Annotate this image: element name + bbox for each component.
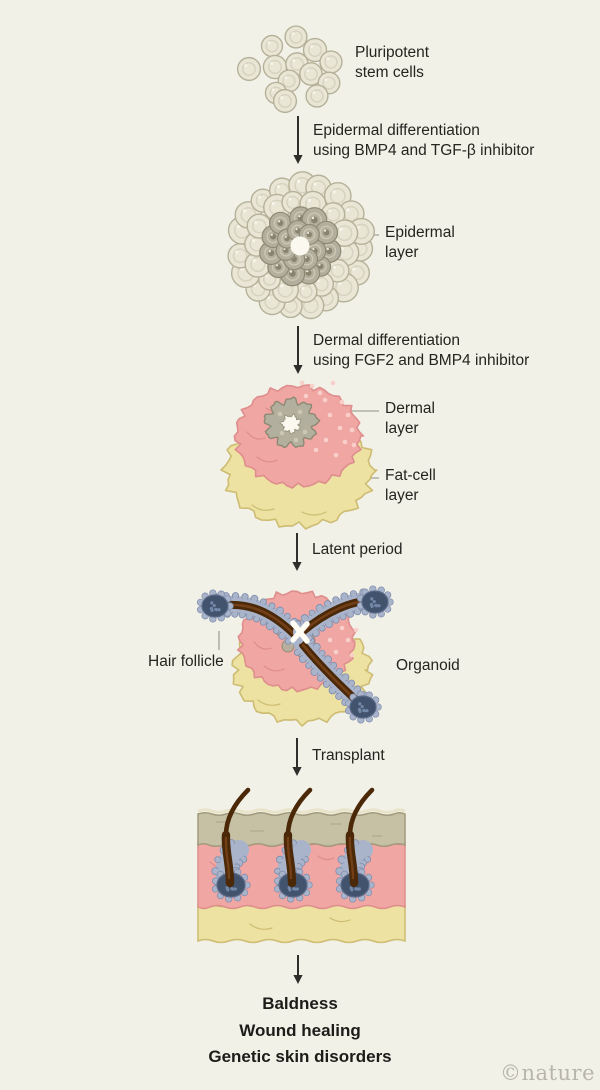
hair-organoid-illustration [196, 585, 394, 727]
label-epidermal-layer: Epidermal layer [385, 224, 455, 261]
transplanted-skin-illustration [197, 787, 406, 944]
nature-logo: ©nature [500, 1061, 595, 1085]
label-step-latent-period: Latent period [312, 541, 403, 558]
label-hair-follicle: Hair follicle [148, 653, 224, 670]
label-fat-cell-layer: Fat-cell layer [385, 467, 436, 504]
label-organoid: Organoid [396, 657, 460, 674]
dermal-organoid-illustration [220, 380, 378, 530]
epidermal-organoid-illustration [227, 171, 376, 320]
outcome-wound-healing: Wound healing [239, 1020, 361, 1040]
label-step-epidermal-differentiation: Epidermal differentiation using BMP4 and… [313, 122, 535, 159]
label-pluripotent-stem-cells: Pluripotent stem cells [355, 44, 430, 81]
arrow-down-icon [292, 533, 302, 571]
outcome-baldness: Baldness [262, 994, 338, 1013]
stem-cells-illustration [236, 25, 343, 114]
label-dermal-layer: Dermal layer [385, 400, 435, 437]
outcome-genetic-skin-disorders: Genetic skin disorders [208, 1047, 392, 1066]
arrow-down-icon [292, 738, 302, 776]
application-list: Baldness Wound healing Genetic skin diso… [0, 991, 600, 1071]
label-step-dermal-differentiation: Dermal differentiation using FGF2 and BM… [313, 332, 530, 369]
arrow-down-icon [293, 116, 303, 164]
arrow-down-icon [293, 326, 303, 374]
label-step-transplant: Transplant [312, 747, 385, 764]
arrow-down-icon [293, 955, 303, 984]
